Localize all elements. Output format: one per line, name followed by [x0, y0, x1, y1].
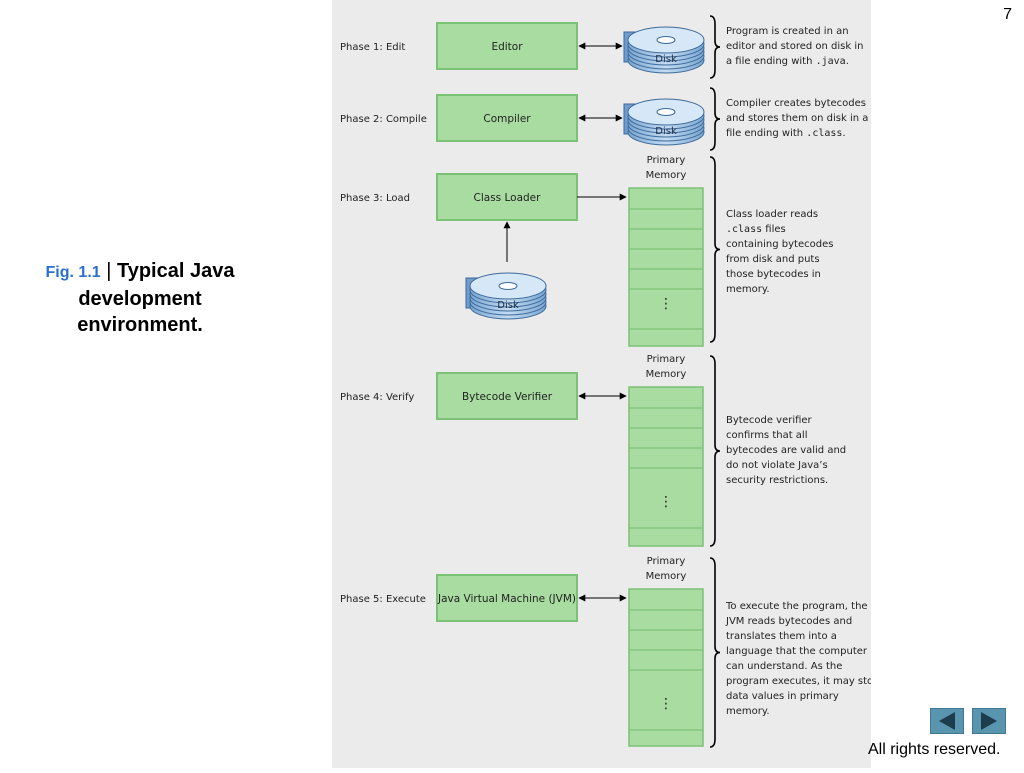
memory-block	[628, 386, 704, 547]
phase-1-box	[436, 22, 578, 70]
note-line: Compiler creates bytecodes	[726, 98, 866, 109]
note-line: Program is created in an	[726, 26, 849, 37]
phase-3-label: Phase 3: Load	[340, 193, 410, 204]
figure-label: Fig. 1.1	[45, 264, 101, 281]
note-line: those bytecodes in	[726, 269, 821, 280]
memory-ellipsis: ⋮	[659, 296, 673, 312]
phase-1-brace	[709, 15, 721, 79]
disk-hub	[656, 108, 676, 116]
note-line: program executes, it may store	[726, 676, 871, 687]
triangle-right-icon	[981, 712, 997, 730]
memory-ellipsis: ⋮	[659, 696, 673, 712]
memory-label-memory: Memory	[646, 571, 687, 582]
figure-caption: Fig. 1.1 | Typical Java development envi…	[20, 258, 260, 338]
phase-2-note: Compiler creates bytecodes and stores the…	[726, 98, 868, 139]
phase-3-disk-icon: Disk	[465, 272, 547, 320]
previous-slide-button[interactable]	[930, 708, 964, 734]
next-slide-button[interactable]	[972, 708, 1006, 734]
phase-3-brace	[709, 156, 721, 343]
note-line: Bytecode verifier	[726, 415, 813, 426]
note-line: can understand. As the	[726, 661, 842, 672]
caption-separator: |	[106, 260, 112, 282]
note-line: data values in primary	[726, 691, 839, 702]
phase-5-brace	[709, 557, 721, 748]
note-line: .class files	[726, 224, 786, 235]
disk-hub	[498, 282, 518, 290]
phase-5-box-label: Java Virtual Machine (JVM)	[437, 593, 576, 605]
disk-label: Disk	[655, 54, 677, 65]
disk-label: Disk	[497, 300, 519, 311]
memory-block	[628, 187, 704, 347]
note-line: and stores them on disk in a	[726, 113, 868, 124]
phase-3-memory: ⋮	[628, 187, 704, 347]
copyright-notice: All rights reserved.	[868, 741, 1001, 758]
note-line: file ending with .class.	[726, 128, 846, 139]
note-line: To execute the program, the	[725, 601, 868, 612]
phase-4-box-label: Bytecode Verifier	[462, 391, 553, 403]
memory-label-primary: Primary	[647, 155, 686, 166]
slide-number: 7	[1003, 6, 1012, 23]
phase-4-brace	[709, 355, 721, 547]
phase-5-box	[436, 574, 578, 622]
note-line: JVM reads bytecodes and	[725, 616, 852, 627]
phase-1-box-label: Editor	[491, 41, 523, 53]
phase-5-memory: ⋮	[628, 588, 704, 747]
phase-4-memory: ⋮	[628, 386, 704, 547]
note-line: do not violate Java’s	[726, 460, 828, 471]
memory-ellipsis: ⋮	[659, 494, 673, 510]
note-line: security restrictions.	[726, 475, 828, 486]
note-line: from disk and puts	[726, 254, 820, 265]
phase-1-note: Program is created in an editor and store…	[726, 26, 863, 67]
memory-label-memory: Memory	[646, 170, 687, 181]
memory-block	[628, 588, 704, 747]
phase-1-label: Phase 1: Edit	[340, 42, 405, 53]
phase-2-box-label: Compiler	[483, 113, 531, 125]
memory-label-memory: Memory	[646, 369, 687, 380]
note-line: editor and stored on disk in	[726, 41, 863, 52]
triangle-left-icon	[939, 712, 955, 730]
phase-2-disk-icon: Disk	[623, 98, 705, 146]
disk-label: Disk	[655, 126, 677, 137]
note-line: Class loader reads	[726, 209, 818, 220]
note-line: translates them into a	[726, 631, 837, 642]
phase-3-box-label: Class Loader	[474, 192, 542, 204]
note-line: memory.	[726, 706, 770, 717]
phase-2-box	[436, 94, 578, 142]
phase-1-disk-icon: Disk	[623, 26, 705, 74]
disk-hub	[656, 36, 676, 44]
note-line: memory.	[726, 284, 770, 295]
phase-5-label: Phase 5: Execute	[340, 594, 426, 605]
note-line: containing bytecodes	[726, 239, 833, 250]
note-line: confirms that all	[726, 430, 808, 441]
phase-2-label: Phase 2: Compile	[340, 114, 427, 125]
figure-title: Typical Java development environment.	[77, 260, 235, 336]
note-line: bytecodes are valid and	[726, 445, 846, 456]
memory-label-primary: Primary	[647, 354, 686, 365]
note-line: a file ending with .java.	[726, 56, 849, 67]
phase-4-note: Bytecode verifier confirms that all byteco…	[726, 415, 846, 486]
phase-4-box	[436, 372, 578, 420]
phase-2-brace	[709, 87, 721, 151]
note-line: language that the computer	[726, 646, 868, 657]
phase-3-note: Class loader reads .class files containing…	[726, 209, 833, 295]
phase-4-label: Phase 4: Verify	[340, 392, 414, 403]
memory-label-primary: Primary	[647, 556, 686, 567]
